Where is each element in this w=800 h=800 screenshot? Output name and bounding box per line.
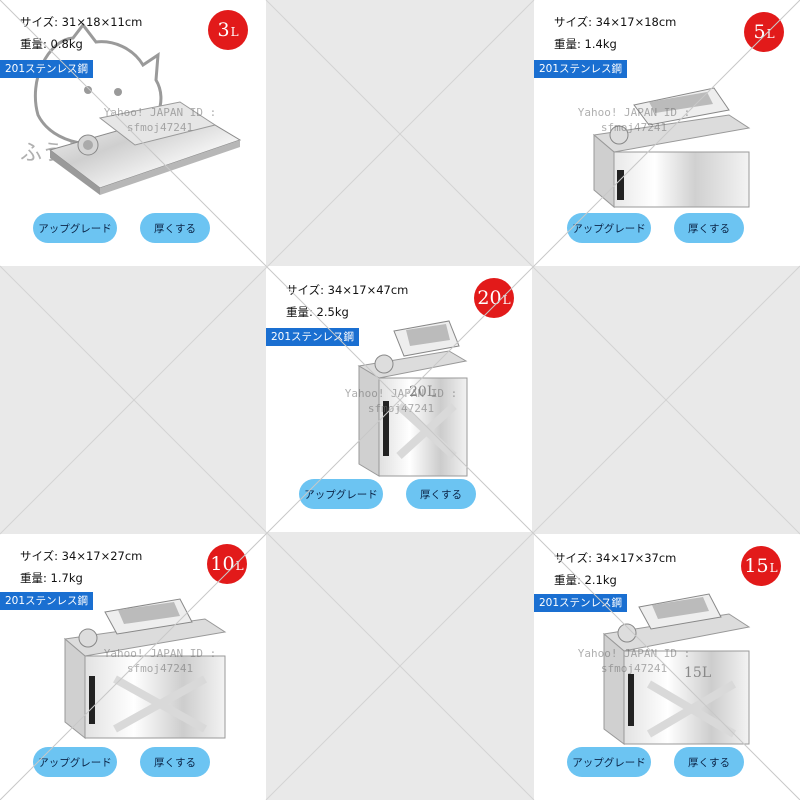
upgrade-button[interactable]: アップグレード xyxy=(567,213,651,243)
watermark: Yahoo! JAPAN ID : sfmoj47241 xyxy=(90,646,230,676)
capacity-unit: L xyxy=(502,293,511,307)
watermark: Yahoo! JAPAN ID : sfmoj47241 xyxy=(564,646,704,676)
watermark-line1: Yahoo! JAPAN ID : xyxy=(577,647,691,660)
capacity-unit: L xyxy=(230,25,239,39)
thicker-button[interactable]: 厚くする xyxy=(674,747,744,777)
watermark-line1: Yahoo! JAPAN ID : xyxy=(103,106,217,119)
material-label: 201ステンレス鋼 xyxy=(0,60,94,78)
thicker-button[interactable]: 厚くする xyxy=(406,479,476,509)
material-label: 201ステンレス鋼 xyxy=(534,60,628,78)
size-text: サイズ: 34×17×37cm xyxy=(554,551,677,565)
upgrade-button[interactable]: アップグレード xyxy=(33,213,117,243)
weight-text: 重量: 2.5kg xyxy=(286,305,349,319)
capacity-unit: L xyxy=(769,561,778,575)
capacity-number: 15 xyxy=(744,555,769,577)
capacity-unit: L xyxy=(235,559,244,573)
product-cell-3l: ふうねこストア サイズ: 31×18×11cm 重量: 0.8kg 3L 201… xyxy=(0,0,266,266)
weight-text: 重量: 0.8kg xyxy=(20,37,83,51)
weight-text: 重量: 1.7kg xyxy=(20,571,83,585)
empty-cell xyxy=(266,534,532,800)
watermark-line2: sfmoj47241 xyxy=(600,662,668,675)
thicker-button[interactable]: 厚くする xyxy=(674,213,744,243)
watermark: Yahoo! JAPAN ID : sfmoj47241 xyxy=(331,386,471,416)
watermark-line2: sfmoj47241 xyxy=(126,121,194,134)
size-text: サイズ: 31×18×11cm xyxy=(20,15,143,29)
watermark-line1: Yahoo! JAPAN ID : xyxy=(344,387,458,400)
capacity-number: 20 xyxy=(477,287,502,309)
size-text: サイズ: 34×17×18cm xyxy=(554,15,677,29)
empty-cell xyxy=(0,266,266,532)
thicker-button[interactable]: 厚くする xyxy=(140,747,210,777)
upgrade-button[interactable]: アップグレード xyxy=(33,747,117,777)
capacity-number: 3 xyxy=(217,19,230,41)
watermark-line2: sfmoj47241 xyxy=(600,121,668,134)
watermark: Yahoo! JAPAN ID : sfmoj47241 xyxy=(564,105,704,135)
capacity-number: 5 xyxy=(753,21,766,43)
size-text: サイズ: 34×17×27cm xyxy=(20,549,143,563)
can-5l-image xyxy=(592,87,751,209)
capacity-unit: L xyxy=(766,27,775,41)
upgrade-button[interactable]: アップグレード xyxy=(567,747,651,777)
empty-cell xyxy=(534,266,800,532)
watermark-line2: sfmoj47241 xyxy=(367,402,435,415)
watermark-line1: Yahoo! JAPAN ID : xyxy=(103,647,217,660)
thicker-button[interactable]: 厚くする xyxy=(140,213,210,243)
watermark-line1: Yahoo! JAPAN ID : xyxy=(577,106,691,119)
watermark: Yahoo! JAPAN ID : sfmoj47241 xyxy=(90,105,230,135)
material-label: 201ステンレス鋼 xyxy=(266,328,360,346)
upgrade-button[interactable]: アップグレード xyxy=(299,479,383,509)
capacity-number: 10 xyxy=(210,553,235,575)
empty-cell xyxy=(266,0,532,266)
size-text: サイズ: 34×17×47cm xyxy=(286,283,409,297)
weight-text: 重量: 1.4kg xyxy=(554,37,617,51)
watermark-line2: sfmoj47241 xyxy=(126,662,194,675)
weight-text: 重量: 2.1kg xyxy=(554,573,617,587)
